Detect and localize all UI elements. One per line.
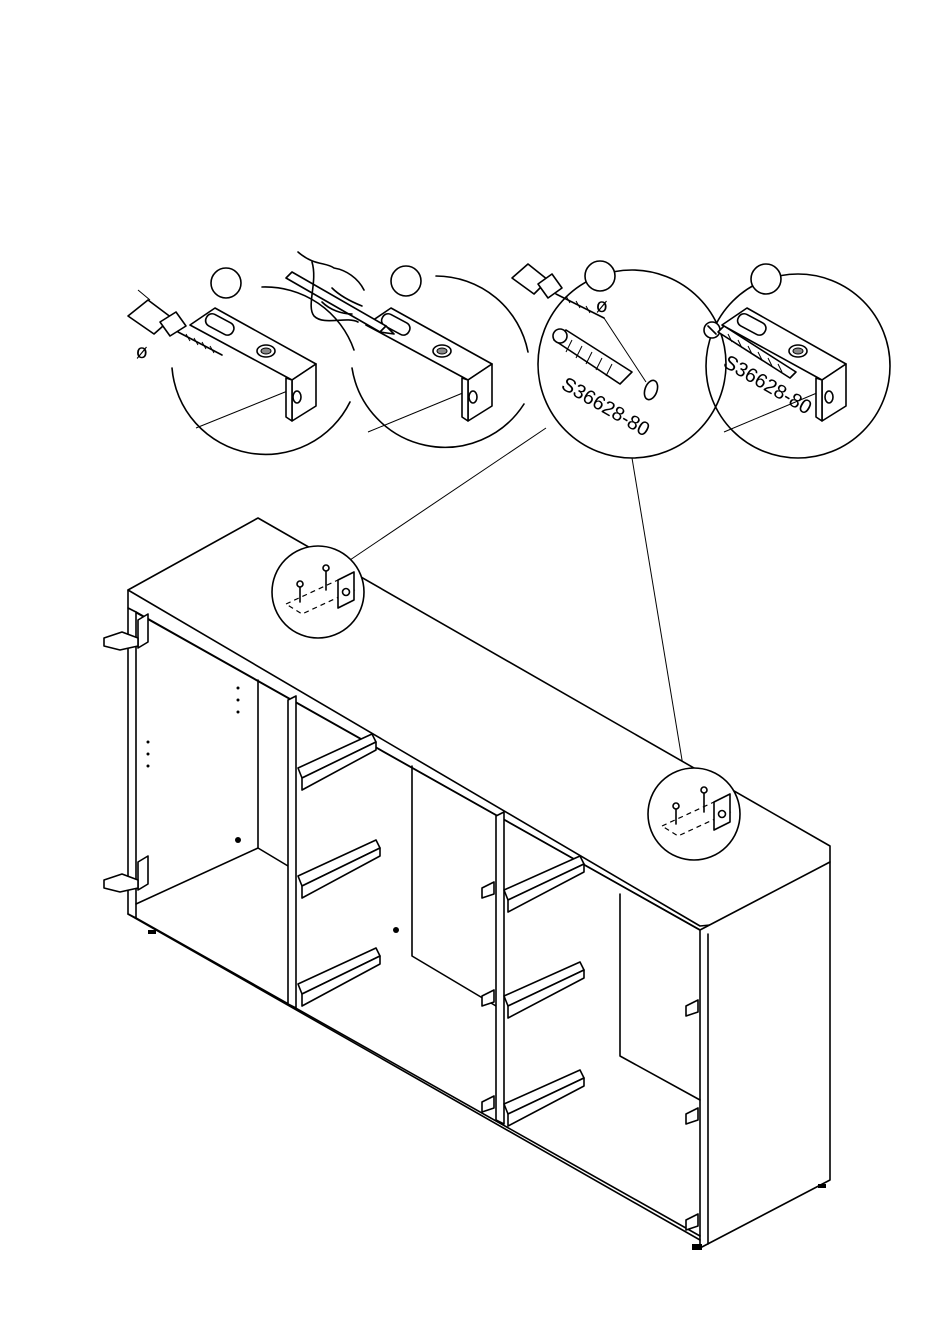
step-3-drill-symbol: ø <box>596 295 608 317</box>
hinge-top <box>104 614 148 650</box>
step-1-number-badge <box>211 268 241 298</box>
step-1-wall-line <box>196 390 290 428</box>
drawer-runner <box>504 1070 584 1126</box>
drawer-runner <box>504 856 584 912</box>
drawer-runner <box>298 948 380 1006</box>
step-1-drill-symbol: ø <box>136 341 148 363</box>
sideboard-cabinet <box>104 518 830 1250</box>
cabinet-left-door <box>128 608 136 918</box>
step-3-plug-detail: ø S36628-80 <box>512 261 726 458</box>
hinge-bottom <box>104 856 148 892</box>
step-3-part-code: S36628-80 <box>558 373 654 441</box>
step-3-number-badge <box>585 261 615 291</box>
step-2-circle-arc <box>352 368 524 447</box>
step-4-number-badge <box>751 264 781 294</box>
drill-hole <box>642 379 660 402</box>
step-1-circle-arc <box>172 368 350 454</box>
callout-right <box>648 768 740 860</box>
step-2-number-badge <box>391 266 421 296</box>
drawer-runner <box>298 840 380 898</box>
step-4-screw-detail: S36628-80 <box>704 264 890 458</box>
wall-plug-icon <box>553 329 632 384</box>
step-2-wall-line <box>368 390 470 432</box>
callout-left <box>272 546 364 638</box>
step-2-mark-detail <box>286 252 528 447</box>
drawer-runner <box>504 962 584 1018</box>
drill-icon <box>512 264 646 382</box>
divider-1 <box>288 696 296 1008</box>
leader-line-right <box>632 458 684 772</box>
cabinet-right-side <box>700 862 830 1248</box>
divider-2 <box>496 812 504 1124</box>
cabinet-top <box>128 518 830 926</box>
wall-bracket-icon <box>190 308 316 421</box>
drawer-runner <box>298 734 376 790</box>
step-1-circle-arc-top <box>262 287 354 350</box>
